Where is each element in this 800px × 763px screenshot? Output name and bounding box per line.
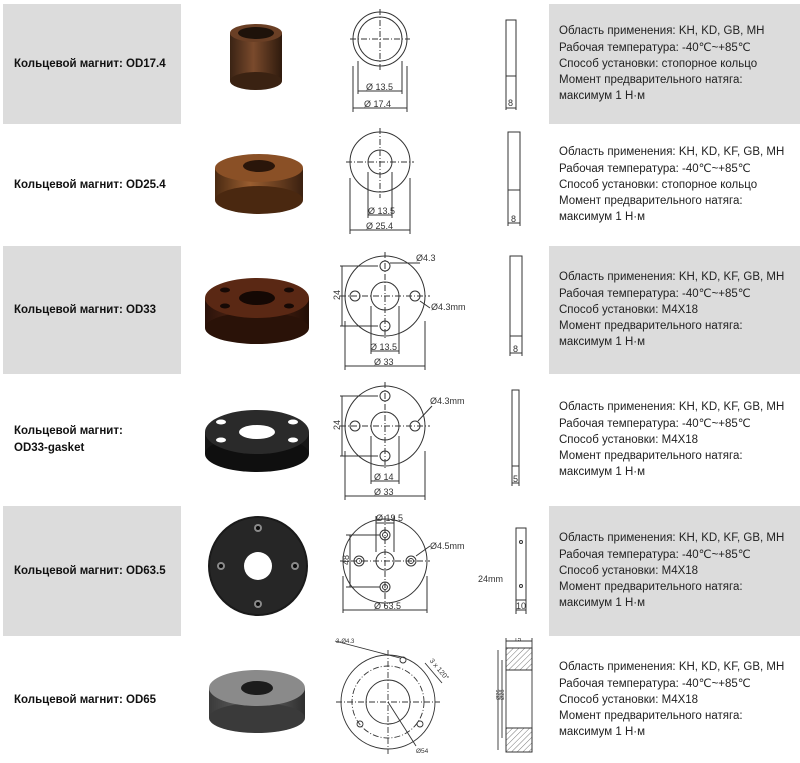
magnet-photo-od65: [209, 670, 305, 733]
mounting-value: стопорное кольцо: [661, 178, 758, 191]
preload-value: максимум 1 Н·м: [559, 726, 646, 739]
spec-cell: Область применения: KH, KD, KF, GB, MH Р…: [549, 506, 800, 636]
product-name: Кольцевой магнит: OD65: [14, 693, 157, 706]
thickness-label: 5: [513, 474, 518, 484]
inner-diameter-label: Ø 13.5: [370, 342, 397, 352]
mounting-value: M4X18: [661, 564, 699, 577]
outer-diameter-label: Ø 25.4: [366, 221, 393, 231]
magnet-photo-od33-gasket: [205, 410, 309, 472]
preload-value: максимум 1 Н·м: [559, 211, 646, 224]
application-value: KH, KD, KF, GB, MH: [678, 146, 785, 159]
preload-value: максимум 1 Н·м: [559, 336, 646, 349]
product-name-cell: Кольцевой магнит: OD17.4: [3, 4, 181, 124]
magnet-row-od33-gasket: Кольцевой магнит: OD33-gasket: [0, 376, 800, 504]
application-value: KH, KD, KF, GB, MH: [678, 532, 785, 545]
product-name-cell: Кольцевой магнит: OD65: [3, 638, 181, 762]
product-name: Кольцевой магнит: OD17.4: [14, 57, 166, 70]
hole-diameter-label-side: Ø4.3mm: [431, 302, 466, 312]
magnet-photo-od63-5: [208, 516, 308, 616]
product-name-cell: Кольцевой магнит: OD25.4: [3, 126, 181, 244]
thickness-label: 8: [508, 98, 513, 108]
side-view-drawing: 15 Ø26 Ø28: [496, 638, 533, 753]
diameter-label-2: Ø28: [500, 690, 506, 700]
magnet-row-od63-5: Кольцевой магнит: OD63.5: [0, 506, 800, 636]
application-value: KH, KD, KF, GB, MH: [678, 271, 785, 284]
application-value: KH, KD, GB, MH: [678, 25, 765, 38]
inner-diameter-label: Ø 13.5: [368, 206, 395, 216]
outer-diameter-label: Ø 33: [374, 357, 394, 367]
product-name: Кольцевой магнит: OD63.5: [14, 564, 166, 577]
temperature-value: -40℃~+85℃: [682, 677, 751, 690]
outer-diameter-label: Ø 33: [374, 487, 394, 497]
front-view-drawing: 3-Ø4.3 3 x 120° Ø54: [334, 639, 450, 755]
inner-diameter-label: Ø 19.5: [376, 513, 403, 523]
side-view-drawing: 8: [507, 131, 521, 226]
outer-diameter-label: Ø54: [416, 748, 429, 755]
mounting-value: M4X18: [661, 433, 699, 446]
product-name-suffix: OD33-gasket: [14, 442, 85, 454]
product-name: Кольцевой магнит: OD33: [14, 303, 157, 316]
thickness-label: 10: [516, 601, 526, 611]
temperature-value: -40℃~+85℃: [682, 41, 751, 54]
preload-value: максимум 1 Н·м: [559, 466, 646, 479]
temperature-value: -40℃~+85℃: [682, 287, 751, 300]
side-view-drawing: 8: [509, 255, 523, 356]
height-label: 24: [332, 290, 342, 300]
hole-diameter-label-top: Ø4.3: [416, 253, 436, 263]
magnet-row-od33: Кольцевой магнит: OD33: [0, 246, 800, 374]
hole-diameter-label-side: Ø4.5mm: [430, 541, 465, 551]
thickness-label: 8: [511, 214, 516, 224]
height-label: 48: [341, 555, 351, 565]
spec-cell: Область применения: KH, KD, KF, GB, MH Р…: [549, 638, 800, 762]
preload-value: максимум 1 Н·м: [559, 597, 646, 610]
height-label: 24: [332, 420, 342, 430]
temperature-value: -40℃~+85℃: [682, 417, 751, 430]
application-value: KH, KD, KF, GB, MH: [678, 661, 785, 674]
application-value: KH, KD, KF, GB, MH: [678, 401, 785, 414]
front-view-drawing: Ø4.3 Ø4.3mm 24 Ø 13.5 Ø 33: [332, 252, 466, 370]
magnet-row-od17-4: Кольцевой магнит: OD17.4 Ø 13.5 Ø 17.4: [0, 4, 800, 124]
product-name-cell: Кольцевой магнит: OD33-gasket: [3, 376, 181, 504]
spec-cell: Область применения: KH, KD, KF, GB, MH Р…: [549, 246, 800, 374]
mounting-value: M4X18: [661, 693, 699, 706]
side-view-drawing: 24mm 10: [478, 527, 527, 614]
product-name-cell: Кольцевой магнит: OD33: [3, 246, 181, 374]
product-name-cell: Кольцевой магнит: OD63.5: [3, 506, 181, 636]
preload-value: максимум 1 Н·м: [559, 90, 646, 103]
temperature-value: -40℃~+85℃: [682, 548, 751, 561]
diameter-label-1: Ø26: [496, 690, 502, 700]
spec-cell: Область применения: KH, KD, KF, GB, MH Р…: [549, 376, 800, 504]
outer-diameter-label: Ø 63.5: [374, 601, 401, 611]
front-view-drawing: Ø 19.5 Ø4.5mm 48 Ø 63.5: [340, 513, 465, 613]
product-name: Кольцевой магнит: OD25.4: [14, 178, 166, 191]
product-name: Кольцевой магнит:: [14, 425, 123, 438]
magnet-row-od25-4: Кольцевой магнит: OD25.4 Ø 13.5 Ø 25.4: [0, 126, 800, 244]
hole-diameter-label-side: Ø4.3mm: [430, 396, 465, 406]
front-view-drawing: Ø 13.5 Ø 25.4: [346, 128, 414, 234]
magnet-photo-od25-4: [215, 154, 303, 214]
front-view-drawing: Ø4.3mm 24 Ø 14 Ø 33: [332, 382, 465, 500]
holes-label: 3-Ø4.3: [336, 639, 355, 645]
mounting-value: стопорное кольцо: [661, 57, 758, 70]
spec-cell: Область применения: KH, KD, GB, MH Рабоч…: [549, 4, 800, 124]
side-height-label: 24mm: [478, 574, 503, 584]
spec-cell: Область применения: KH, KD, KF, GB, MH Р…: [549, 126, 800, 244]
inner-diameter-label: Ø 13.5: [366, 82, 393, 92]
thickness-label: 8: [513, 344, 518, 354]
side-view-drawing: 5: [511, 389, 520, 486]
mounting-value: M4X18: [661, 303, 699, 316]
magnet-photo-od33: [205, 278, 309, 344]
thickness-label: 15: [514, 638, 522, 643]
magnet-row-od65: Кольцевой магнит: OD65 3-Ø4.3 3 x 120°: [0, 638, 800, 762]
side-view-drawing: 8: [505, 19, 517, 110]
front-view-drawing: Ø 13.5 Ø 17.4: [350, 9, 410, 112]
magnet-photo-od17-4: [230, 24, 282, 90]
inner-diameter-label: Ø 14: [374, 472, 394, 482]
temperature-value: -40℃~+85℃: [682, 162, 751, 175]
outer-diameter-label: Ø 17.4: [364, 99, 391, 109]
